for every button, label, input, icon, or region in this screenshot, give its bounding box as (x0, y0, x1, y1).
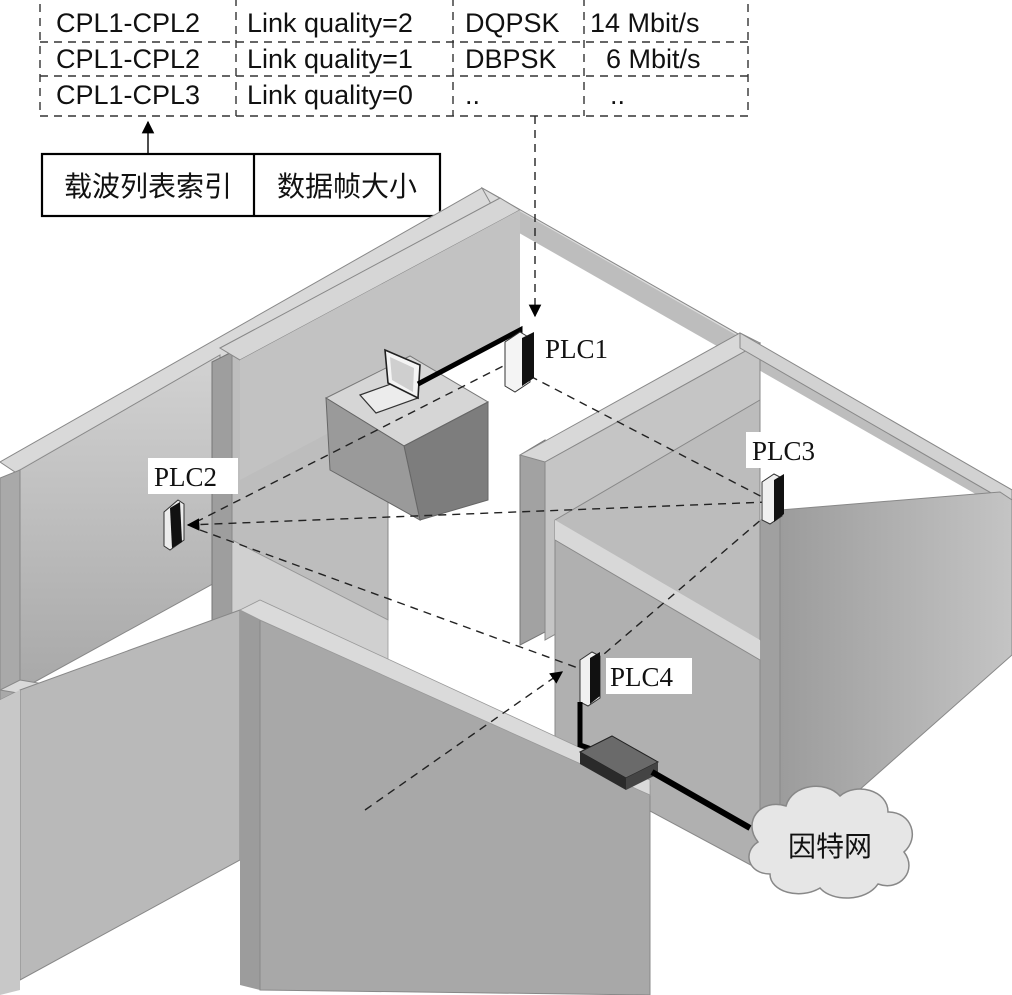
plc1-side (522, 332, 534, 386)
internet-label: 因特网 (788, 831, 872, 863)
carrier-list-index-label: 载波列表索引 (64, 171, 232, 203)
table-cell-modulation: .. (465, 80, 480, 110)
link-quality-table: CPL1-CPL2 Link quality=2 DQPSK 14 Mbit/s… (40, 0, 748, 116)
wall-face (0, 690, 20, 995)
table-cell-rate: 6 Mbit/s (606, 44, 701, 74)
plc3-side (774, 474, 784, 522)
plc3-label: PLC3 (752, 436, 815, 466)
plc2-label: PLC2 (154, 462, 217, 492)
table-cell-pair: CPL1-CPL2 (56, 8, 200, 38)
table-cell-rate: 14 Mbit/s (590, 8, 700, 38)
table-cell-modulation: DQPSK (465, 8, 560, 38)
partition (212, 352, 232, 650)
plc1-label: PLC1 (545, 334, 608, 364)
table-cell-pair: CPL1-CPL2 (56, 44, 200, 74)
plc2-side (170, 502, 182, 548)
plc4-label: PLC4 (610, 662, 674, 692)
partition (520, 440, 545, 645)
table-cell-pair: CPL1-CPL3 (56, 80, 200, 110)
table-cell-quality: Link quality=1 (247, 44, 413, 74)
frame-legend-box: 载波列表索引 数据帧大小 (42, 154, 440, 216)
table-cell-quality: Link quality=0 (247, 80, 413, 110)
table-cell-modulation: DBPSK (465, 44, 557, 74)
wall-face (0, 470, 20, 700)
wall-face (240, 610, 260, 990)
frame-size-label: 数据帧大小 (277, 171, 417, 203)
table-cell-rate: .. (610, 80, 625, 110)
plc4-side (590, 652, 600, 704)
table-cell-quality: Link quality=2 (247, 8, 413, 38)
